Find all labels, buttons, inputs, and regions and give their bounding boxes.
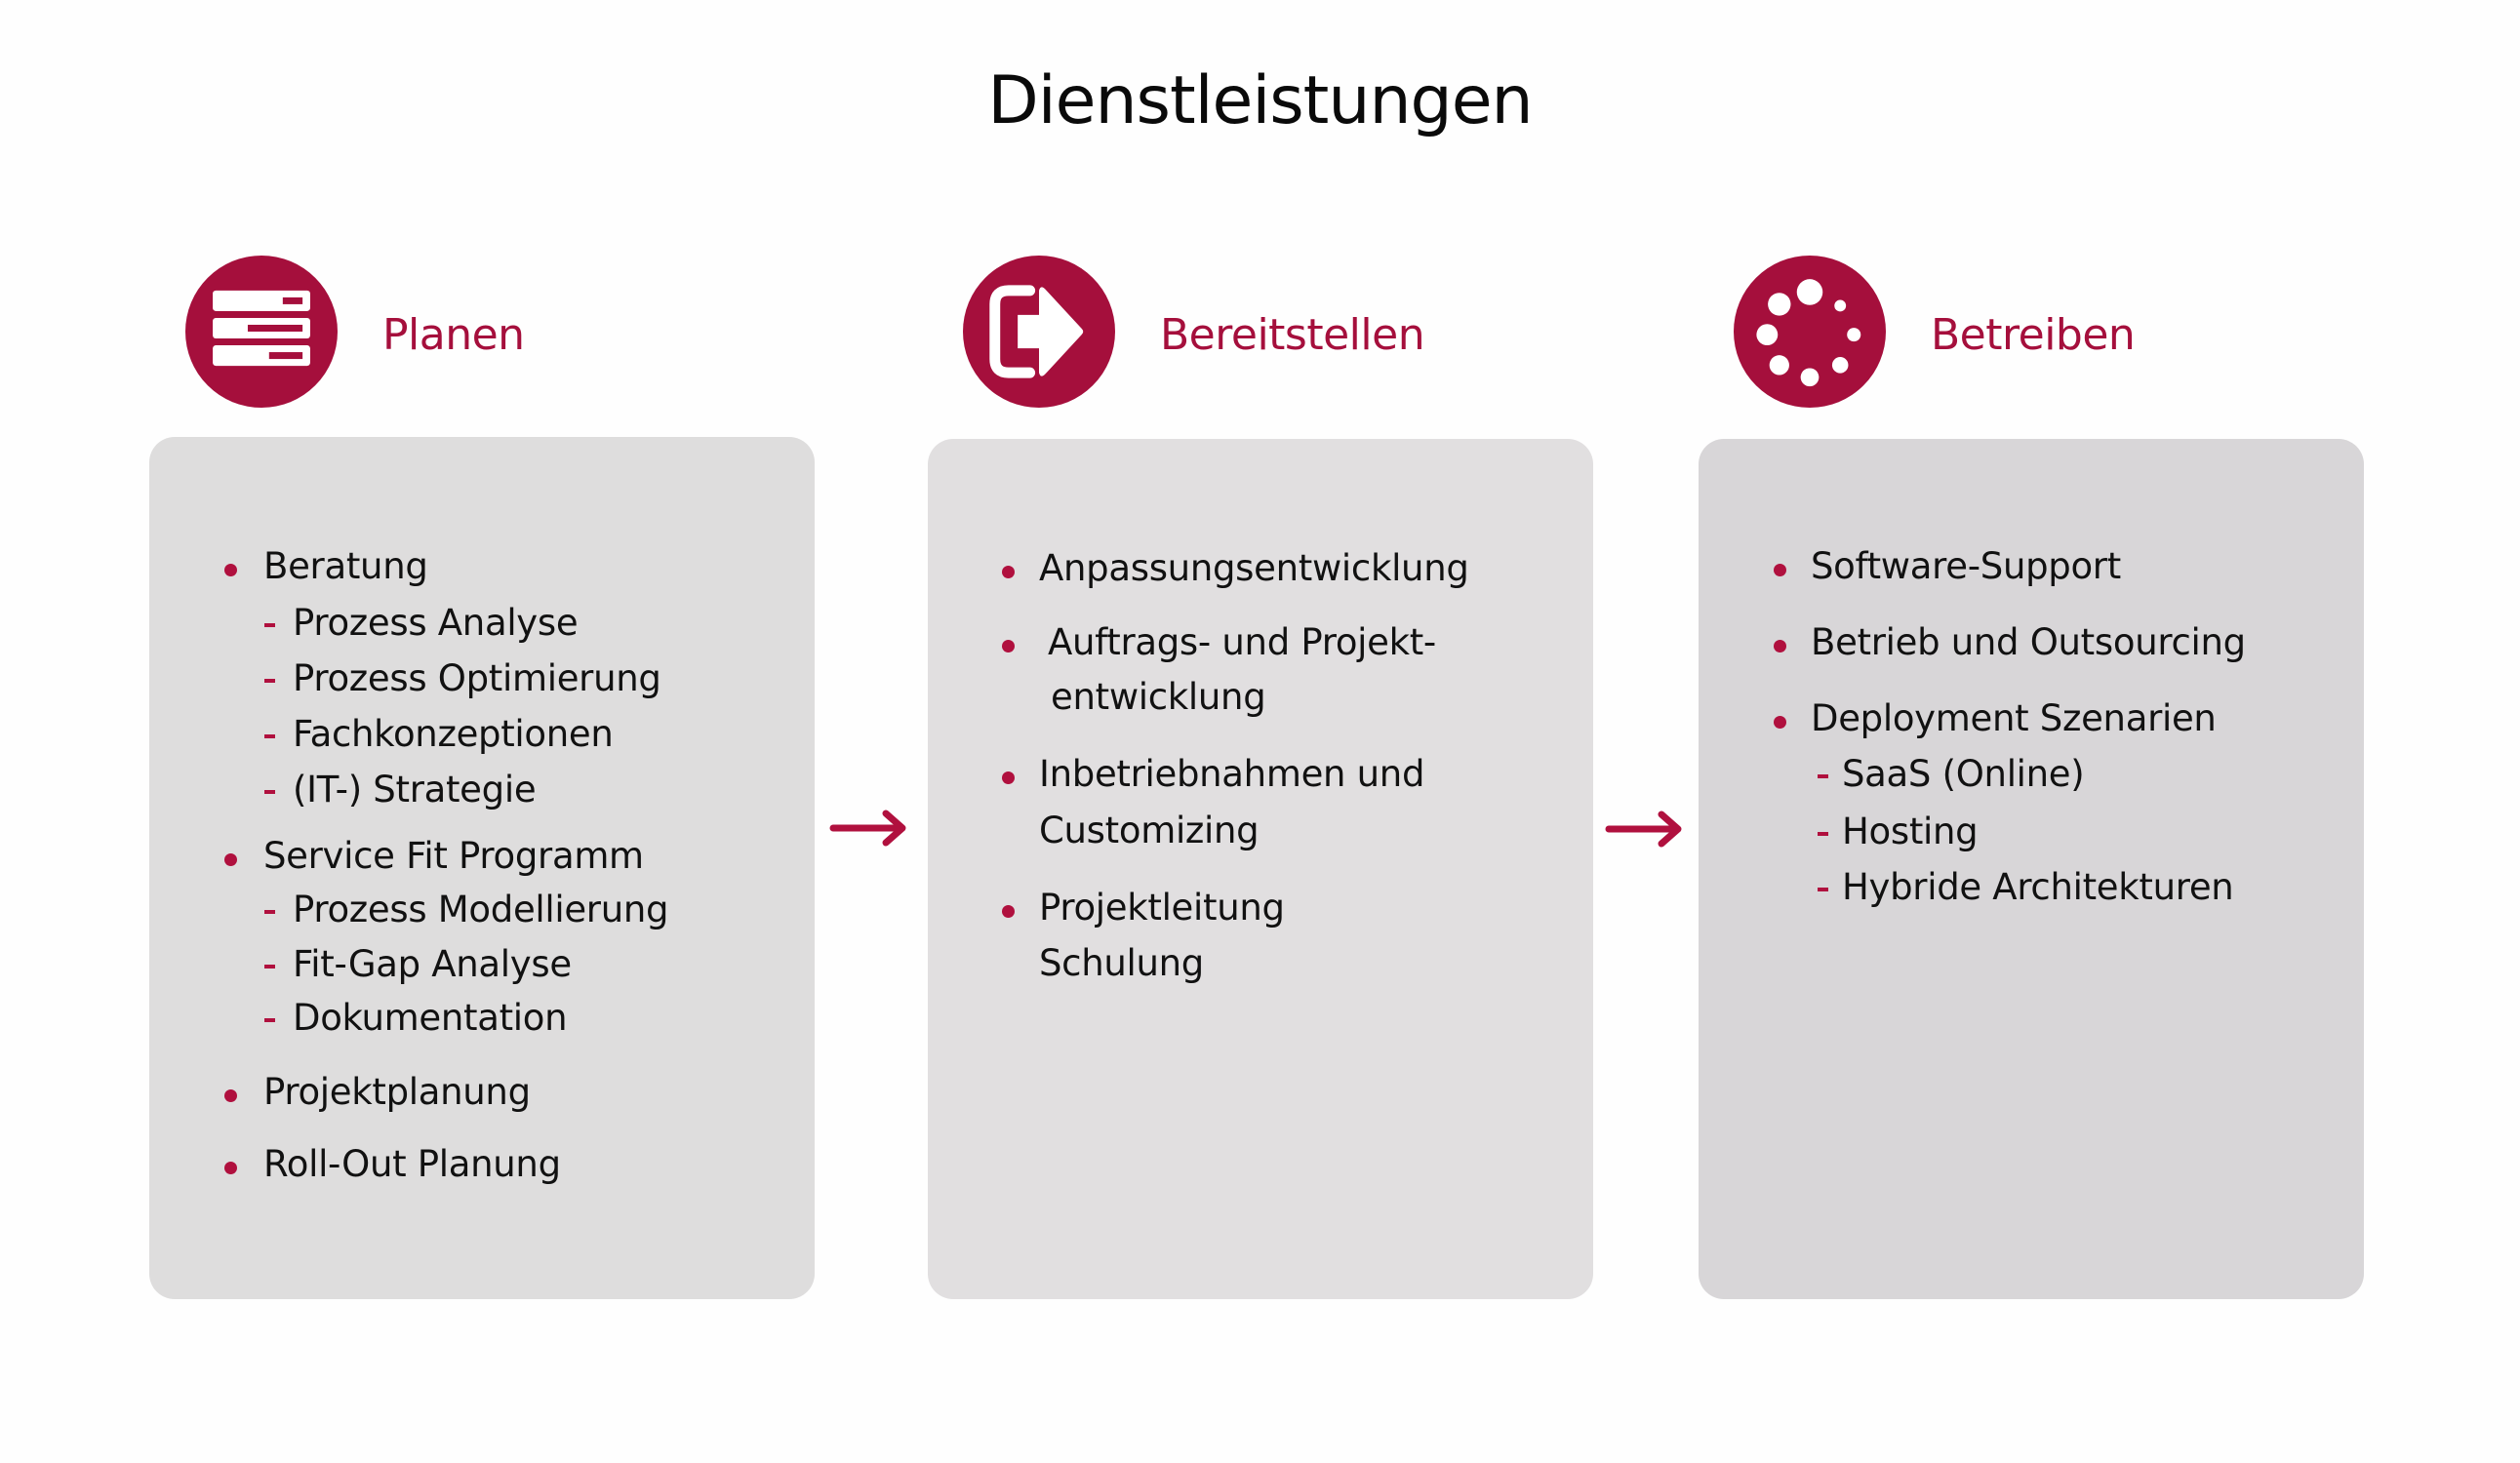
dash-icon bbox=[1818, 832, 1828, 836]
sub-item-text: Fit-Gap Analyse bbox=[293, 943, 572, 985]
stage-label: Planen bbox=[382, 310, 525, 360]
dash-icon bbox=[264, 910, 275, 914]
stage-header-betreiben: Betreiben bbox=[1734, 256, 2136, 408]
bullet-icon bbox=[224, 564, 237, 576]
dash-icon bbox=[264, 734, 275, 738]
bullet-icon bbox=[1002, 905, 1015, 918]
sub-item-text: Hybride Architekturen bbox=[1842, 866, 2234, 908]
bullet-icon bbox=[224, 853, 237, 866]
sub-item-text: SaaS (Online) bbox=[1842, 753, 2085, 795]
dash-icon bbox=[264, 1018, 275, 1022]
dash-icon bbox=[264, 965, 275, 969]
item-text: Auftrags- und Projekt- bbox=[1048, 621, 1436, 663]
sub-item-text: (IT-) Strategie bbox=[293, 769, 537, 811]
stage-label: Betreiben bbox=[1931, 310, 2136, 360]
item-text: Software-Support bbox=[1811, 545, 2121, 587]
bullet-icon bbox=[224, 1089, 237, 1102]
item-text: Betrieb und Outsourcing bbox=[1811, 621, 2246, 663]
sub-item-text: Prozess Modellierung bbox=[293, 889, 669, 930]
arrow-right-icon bbox=[1605, 810, 1683, 849]
dash-icon bbox=[1818, 888, 1828, 891]
server-stack-icon bbox=[185, 256, 338, 408]
stage-box-bereitstellen: Anpassungsentwicklung Auftrags- und Proj… bbox=[928, 439, 1593, 1299]
bullet-icon bbox=[1002, 771, 1015, 784]
sub-item-text: Hosting bbox=[1842, 811, 1979, 852]
dash-icon bbox=[1818, 774, 1828, 778]
item-text: Deployment Szenarien bbox=[1811, 697, 2217, 739]
export-arrow-icon bbox=[963, 256, 1115, 408]
bullet-icon bbox=[224, 1162, 237, 1174]
stage-box-betreiben: Software-Support Betrieb und Outsourcing… bbox=[1699, 439, 2364, 1299]
dash-icon bbox=[264, 623, 275, 627]
stage-header-planen: Planen bbox=[185, 256, 525, 408]
sub-item-text: Prozess Optimierung bbox=[293, 657, 661, 699]
bullet-icon bbox=[1774, 564, 1786, 576]
dash-icon bbox=[264, 679, 275, 683]
stage-header-bereitstellen: Bereitstellen bbox=[963, 256, 1425, 408]
item-text: Projektplanung bbox=[263, 1071, 531, 1113]
stage-box-planen: Beratung Prozess Analyse Prozess Optimie… bbox=[149, 437, 815, 1299]
dash-icon bbox=[264, 790, 275, 794]
bullet-icon bbox=[1002, 566, 1015, 578]
loading-spinner-icon bbox=[1734, 256, 1886, 408]
item-text: Schulung bbox=[1039, 942, 1204, 984]
page-title: Dienstleistungen bbox=[987, 62, 1533, 139]
item-text: Anpassungsentwicklung bbox=[1039, 547, 1469, 589]
bullet-icon bbox=[1002, 640, 1015, 652]
item-text: Service Fit Programm bbox=[263, 835, 644, 877]
item-text: Roll-Out Planung bbox=[263, 1143, 561, 1185]
item-text: Customizing bbox=[1039, 810, 1260, 851]
item-text: Inbetriebnahmen und bbox=[1039, 753, 1425, 795]
arrow-right-icon bbox=[829, 809, 907, 848]
item-text: Projektleitung bbox=[1039, 887, 1285, 929]
bullet-icon bbox=[1774, 640, 1786, 652]
sub-item-text: Dokumentation bbox=[293, 997, 568, 1039]
item-text: entwicklung bbox=[1051, 676, 1266, 718]
item-text: Beratung bbox=[263, 545, 428, 587]
bullet-icon bbox=[1774, 716, 1786, 729]
sub-item-text: Prozess Analyse bbox=[293, 602, 579, 644]
stage-label: Bereitstellen bbox=[1160, 310, 1425, 360]
sub-item-text: Fachkonzeptionen bbox=[293, 713, 614, 755]
